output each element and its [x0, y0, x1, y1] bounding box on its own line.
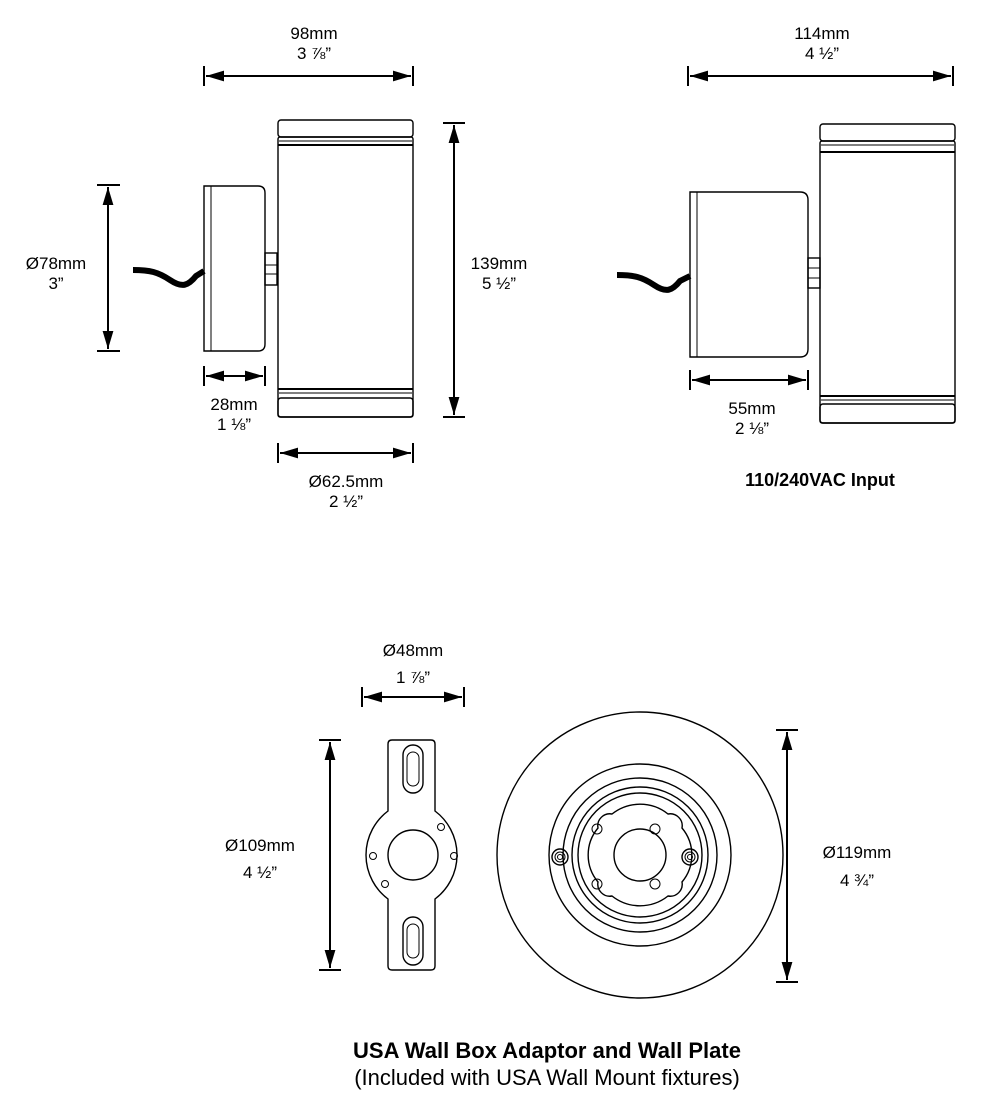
side-view-low-voltage: 98mm 3 ⅞” Ø78mm 3” 139mm 5 ½” 28mm 1 ⅛”: [26, 24, 528, 511]
adaptor-len-in-label: 4 ½”: [243, 863, 277, 882]
mount-holes: [369, 823, 458, 888]
body-dia-mm-label: Ø62.5mm: [309, 472, 384, 491]
hole-dia-in-label: 1 ⅞”: [396, 668, 430, 687]
dim-box-diameter: [97, 184, 120, 352]
figure-subtitle: (Included with USA Wall Mount fixtures): [354, 1065, 740, 1090]
dim-box-depth: [689, 370, 809, 390]
dim-box-depth: [203, 366, 266, 386]
box-dia-in-label: 3”: [48, 274, 63, 293]
figure-title: USA Wall Box Adaptor and Wall Plate: [353, 1038, 741, 1063]
center-hole: [387, 829, 439, 881]
width-mm-label: 114mm: [794, 24, 849, 43]
fixture-cylinder: [277, 119, 414, 418]
box-depth-mm-label: 55mm: [728, 399, 775, 418]
plate-dia-in-label: 4 ¾”: [840, 871, 874, 890]
side-view-mains: 114mm 4 ½” 55mm 2 ⅛” 110/240VAC Input: [616, 24, 956, 490]
body-dia-in-label: 2 ½”: [329, 492, 363, 511]
plate-dia-mm-label: Ø119mm: [823, 843, 892, 862]
dim-hole-diameter: [361, 687, 465, 707]
dim-body-diameter: [277, 443, 414, 463]
stem: [264, 252, 278, 286]
box-dia-mm-label: Ø78mm: [26, 254, 86, 273]
input-caption: 110/240VAC Input: [745, 470, 895, 490]
hole-dia-mm-label: Ø48mm: [383, 641, 443, 660]
slot-top: [402, 744, 424, 794]
adaptor-outline: [365, 739, 458, 971]
screws: [551, 848, 699, 866]
height-in-label: 5 ½”: [482, 274, 516, 293]
wall-box: [689, 191, 809, 358]
box-depth-mm-label: 28mm: [210, 395, 257, 414]
dim-width: [687, 66, 954, 86]
fixture-cylinder: [819, 123, 956, 424]
box-depth-in-label: 1 ⅛”: [217, 415, 251, 434]
flange: [587, 803, 693, 907]
wall-plate: Ø119mm 4 ¾”: [496, 711, 892, 999]
dim-adaptor-length: [319, 739, 341, 971]
power-cable: [132, 267, 206, 288]
stem: [807, 257, 821, 289]
box-depth-in-label: 2 ⅛”: [735, 419, 769, 438]
height-mm-label: 139mm: [471, 254, 528, 273]
wall-box-adaptor: Ø48mm 1 ⅞” Ø109mm 4 ½”: [225, 641, 465, 971]
power-cable: [616, 272, 692, 293]
width-in-label: 4 ½”: [805, 44, 839, 63]
flange-holes: [591, 823, 661, 890]
dim-plate-diameter: [776, 729, 798, 983]
dim-width: [203, 66, 414, 86]
wall-box: [203, 185, 266, 352]
slot-bottom: [402, 916, 424, 966]
width-mm-label: 98mm: [290, 24, 337, 43]
width-in-label: 3 ⅞”: [297, 44, 331, 63]
adaptor-len-mm-label: Ø109mm: [225, 836, 295, 855]
dim-height: [443, 122, 465, 418]
